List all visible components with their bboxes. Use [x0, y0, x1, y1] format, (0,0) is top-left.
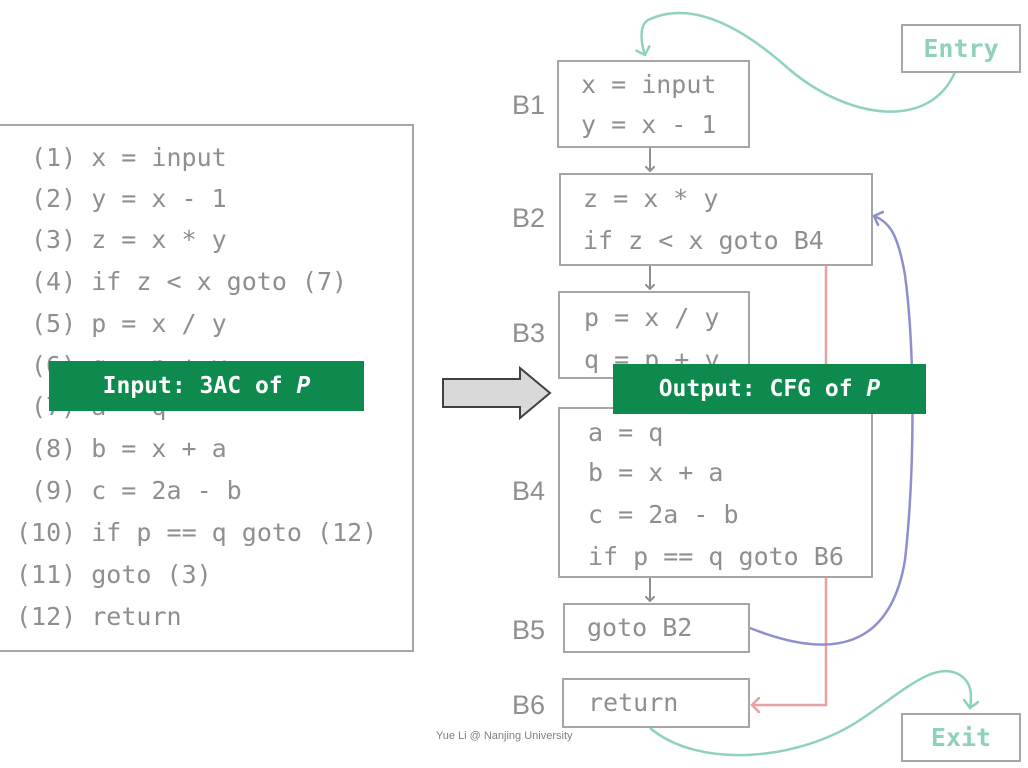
code-line-5: (5) p = x / y [31, 309, 227, 338]
code-line-10: (10) if p == q goto (12) [16, 518, 378, 547]
code-line-8: (8) b = x + a [31, 434, 227, 463]
code-line-3: (3) z = x * y [31, 225, 227, 254]
block-label-b2: B2 [512, 203, 546, 233]
basic-block-b2: z = x * y if z < x goto B4 [559, 173, 873, 266]
block-b6-line: return [588, 688, 679, 717]
exit-node: Exit [901, 713, 1021, 762]
code-line-4: (4) if z < x goto (7) [31, 267, 348, 296]
input-banner-text: Input: 3AC of [102, 373, 297, 399]
block-label-b5: B5 [512, 615, 546, 645]
block-b2-line: z = x * y [583, 184, 719, 213]
block-label-b1: B1 [512, 90, 546, 120]
input-banner-program: P [296, 373, 311, 399]
output-banner-text: Output: CFG of [658, 376, 867, 402]
code-line-2: (2) y = x - 1 [31, 184, 227, 213]
block-b4-line: if p == q goto B6 [588, 542, 844, 571]
block-label-b3: B3 [512, 318, 546, 348]
input-banner: Input: 3AC of P [49, 361, 364, 411]
block-b1-line: y = x - 1 [581, 110, 717, 139]
output-banner-program: P [866, 376, 881, 402]
basic-block-b1: x = input y = x - 1 [557, 60, 750, 148]
code-line-12: (12) return [16, 602, 182, 631]
block-b4-line: b = x + a [588, 458, 724, 487]
block-b4-line: a = q [588, 418, 664, 447]
footer-credit: Yue Li @ Nanjing University [436, 730, 573, 742]
basic-block-b5: goto B2 [563, 603, 750, 653]
basic-block-b4: a = q b = x + a c = 2a - b if p == q got… [558, 407, 873, 578]
output-banner: Output: CFG of P [613, 364, 926, 414]
block-b3-line: p = x / y [584, 303, 720, 332]
block-label-b4: B4 [512, 476, 546, 506]
code-line-1: (1) x = input [31, 143, 227, 172]
block-label-b6: B6 [512, 690, 546, 720]
code-line-9: (9) c = 2a - b [31, 476, 242, 505]
code-line-11: (11) goto (3) [16, 560, 212, 589]
block-b4-line: c = 2a - b [588, 500, 739, 529]
basic-block-b6: return [562, 678, 750, 728]
edge-b4-b6-jump [752, 578, 828, 705]
entry-node: Entry [901, 24, 1021, 73]
block-b2-line: if z < x goto B4 [583, 226, 824, 255]
block-b5-line: goto B2 [587, 613, 693, 642]
block-b1-line: x = input [581, 70, 717, 99]
transform-arrow-icon [442, 365, 552, 421]
